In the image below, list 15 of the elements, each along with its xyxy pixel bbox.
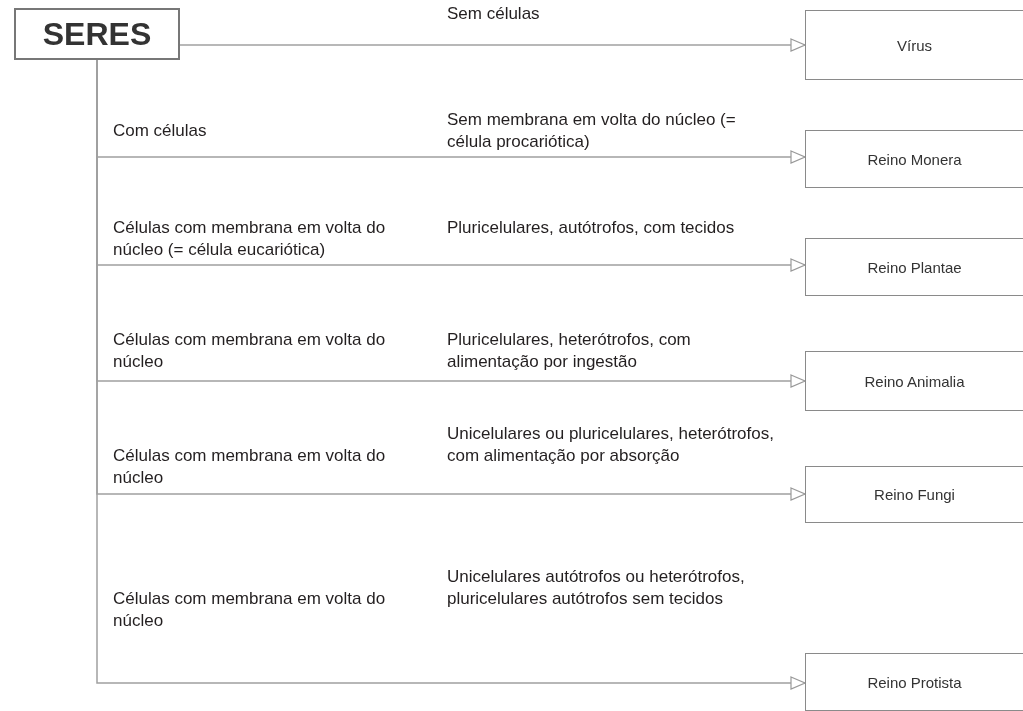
root-box (14, 8, 180, 60)
kingdom-box (805, 351, 1023, 411)
kingdom-name: Reino Fungi (874, 486, 955, 503)
kingdom-box (805, 10, 1023, 80)
kingdom-box (805, 466, 1023, 523)
arrow (179, 38, 806, 52)
kingdom-name: Reino Plantae (867, 258, 962, 276)
kingdom-box (805, 238, 1023, 296)
kingdom-name: Reino Animalia (864, 372, 965, 390)
kingdom-box (805, 130, 1023, 188)
kingdom-box (805, 653, 1023, 711)
root-title: SERES (42, 15, 152, 53)
kingdom-name: Vírus (897, 36, 932, 54)
kingdom-name: Reino Protista (867, 673, 962, 691)
kingdom-name: Reino Monera (867, 150, 962, 168)
